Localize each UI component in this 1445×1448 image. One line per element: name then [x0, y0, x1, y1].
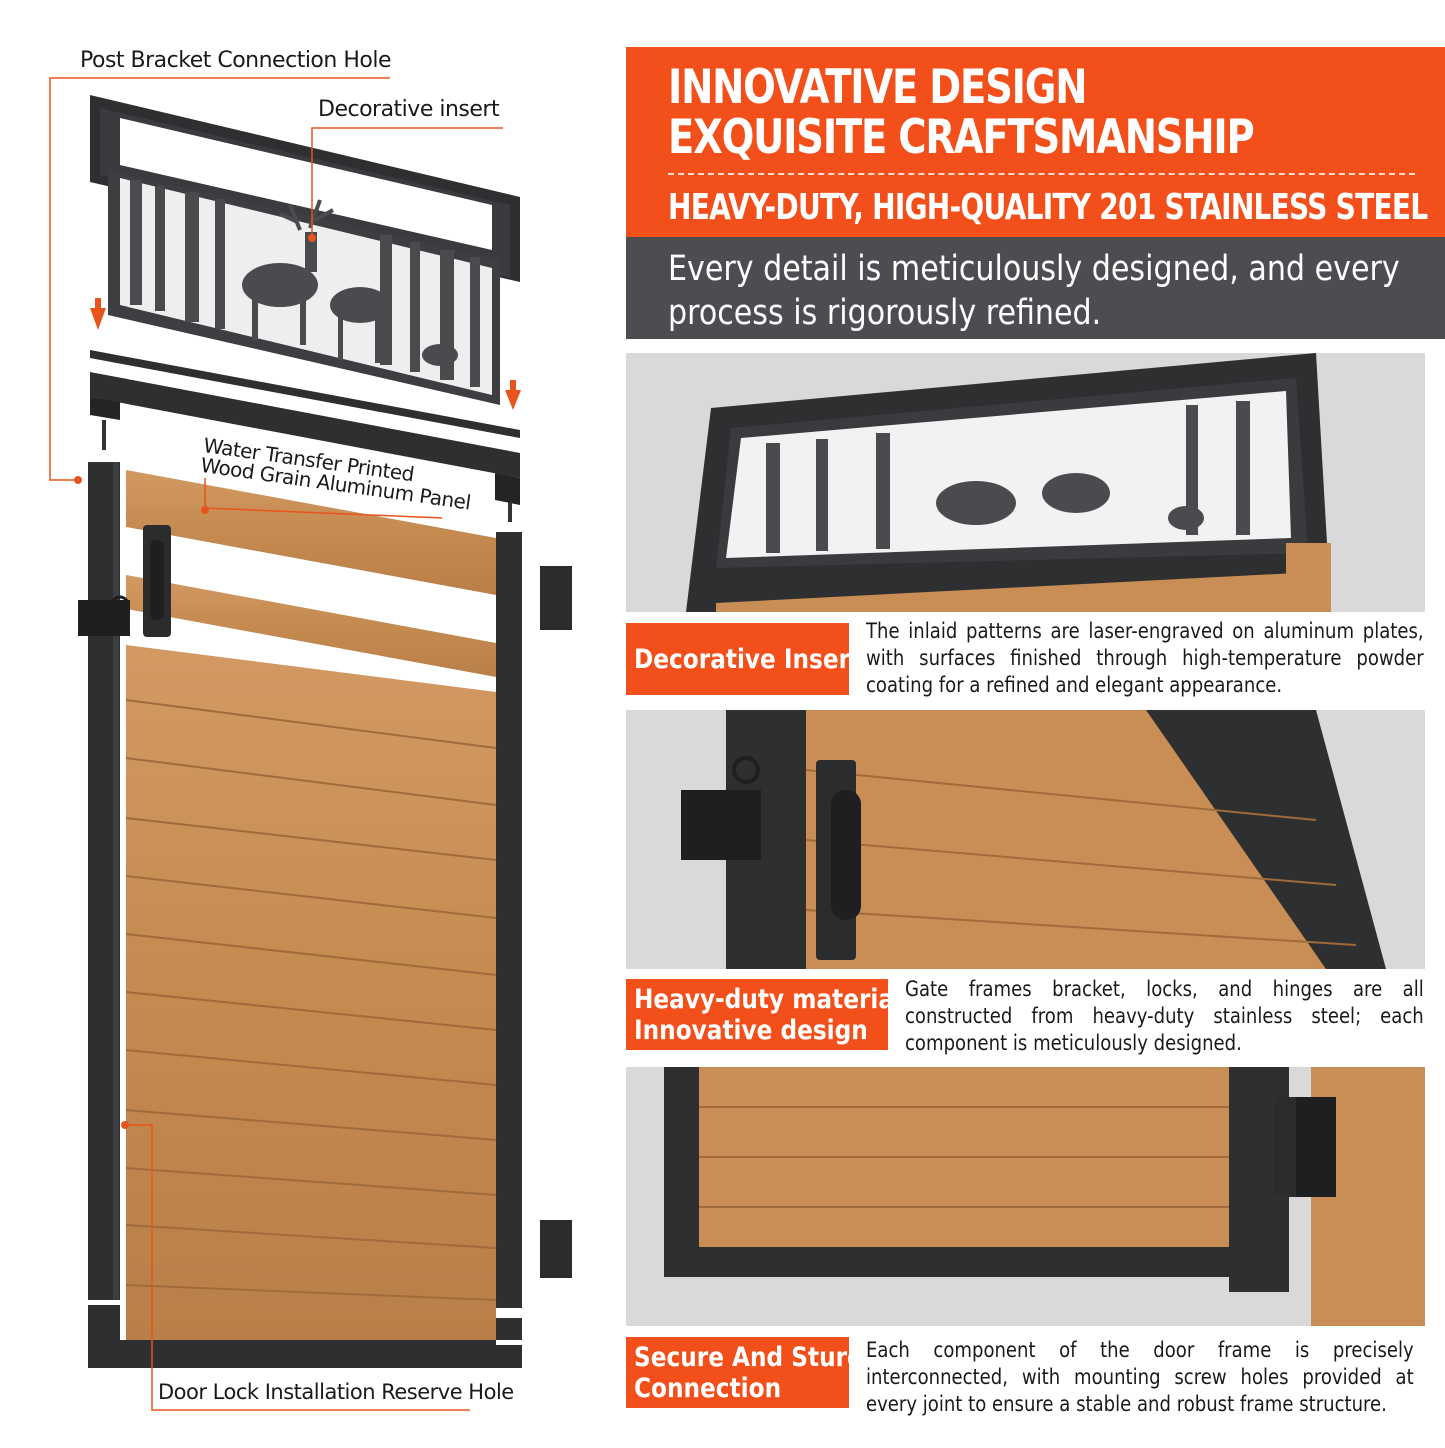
insert-closeup-illustration: [686, 353, 1331, 612]
feature-3-title: Secure And Sturdy Connection: [626, 1337, 879, 1408]
feature-3-title-line1: Secure And Sturdy: [634, 1341, 879, 1373]
feature-1-title: Decorative Insert: [626, 623, 862, 695]
gate-illustration: [49, 77, 572, 1411]
decorative-insert-frame: [90, 95, 520, 405]
tagline-line2: process is rigorously refined.: [668, 293, 1102, 333]
decorative-insert-callout: Decorative insert: [318, 97, 500, 122]
exploded-gate-diagram: Post Bracket Connection Hole Decorative …: [0, 0, 600, 1444]
hero-banner: INNOVATIVE DESIGN EXQUISITE CRAFTSMANSHI…: [626, 47, 1445, 237]
heavy-duty-photo: [626, 710, 1425, 969]
feature-2-description-text: Gate frames bracket, locks, and hinges a…: [905, 977, 1424, 1055]
hero-title-line1: INNOVATIVE DESIGN: [668, 60, 1087, 115]
tagline-band: Every detail is meticulously designed, a…: [626, 237, 1445, 339]
feature-1-description: The inlaid patterns are laser-engraved o…: [866, 618, 1425, 699]
wood-panels: [125, 470, 497, 1340]
latch-closeup-illustration: [681, 710, 1386, 969]
feature-2-title: Heavy-duty materials Innovative design: [626, 979, 916, 1050]
hero-title-line2: EXQUISITE CRAFTSMANSHIP: [668, 110, 1255, 165]
feature-3-description-text: Each component of the door frame is prec…: [866, 1338, 1414, 1416]
connection-photo: [626, 1067, 1425, 1326]
feature-2-description: Gate frames bracket, locks, and hinges a…: [905, 976, 1425, 1057]
feature-2-title-line2: Innovative design: [634, 1014, 868, 1046]
feature-1-title-line: Decorative Insert: [634, 643, 862, 675]
feature-1-description-text: The inlaid patterns are laser-engraved o…: [866, 619, 1424, 697]
post-bracket-callout: Post Bracket Connection Hole: [80, 48, 391, 73]
decorative-insert-photo: [626, 353, 1425, 612]
door-lock-callout: Door Lock Installation Reserve Hole: [158, 1380, 514, 1404]
hinge-closeup-illustration: [664, 1067, 1425, 1326]
feature-3-description: Each component of the door frame is prec…: [866, 1337, 1415, 1418]
tagline-line1: Every detail is meticulously designed, a…: [668, 249, 1400, 289]
feature-3-title-line2: Connection: [634, 1372, 782, 1404]
hero-divider: [668, 173, 1415, 175]
feature-2-title-line1: Heavy-duty materials: [634, 983, 916, 1015]
hero-subtitle: HEAVY-DUTY, HIGH-QUALITY 201 STAINLESS S…: [668, 187, 1428, 228]
